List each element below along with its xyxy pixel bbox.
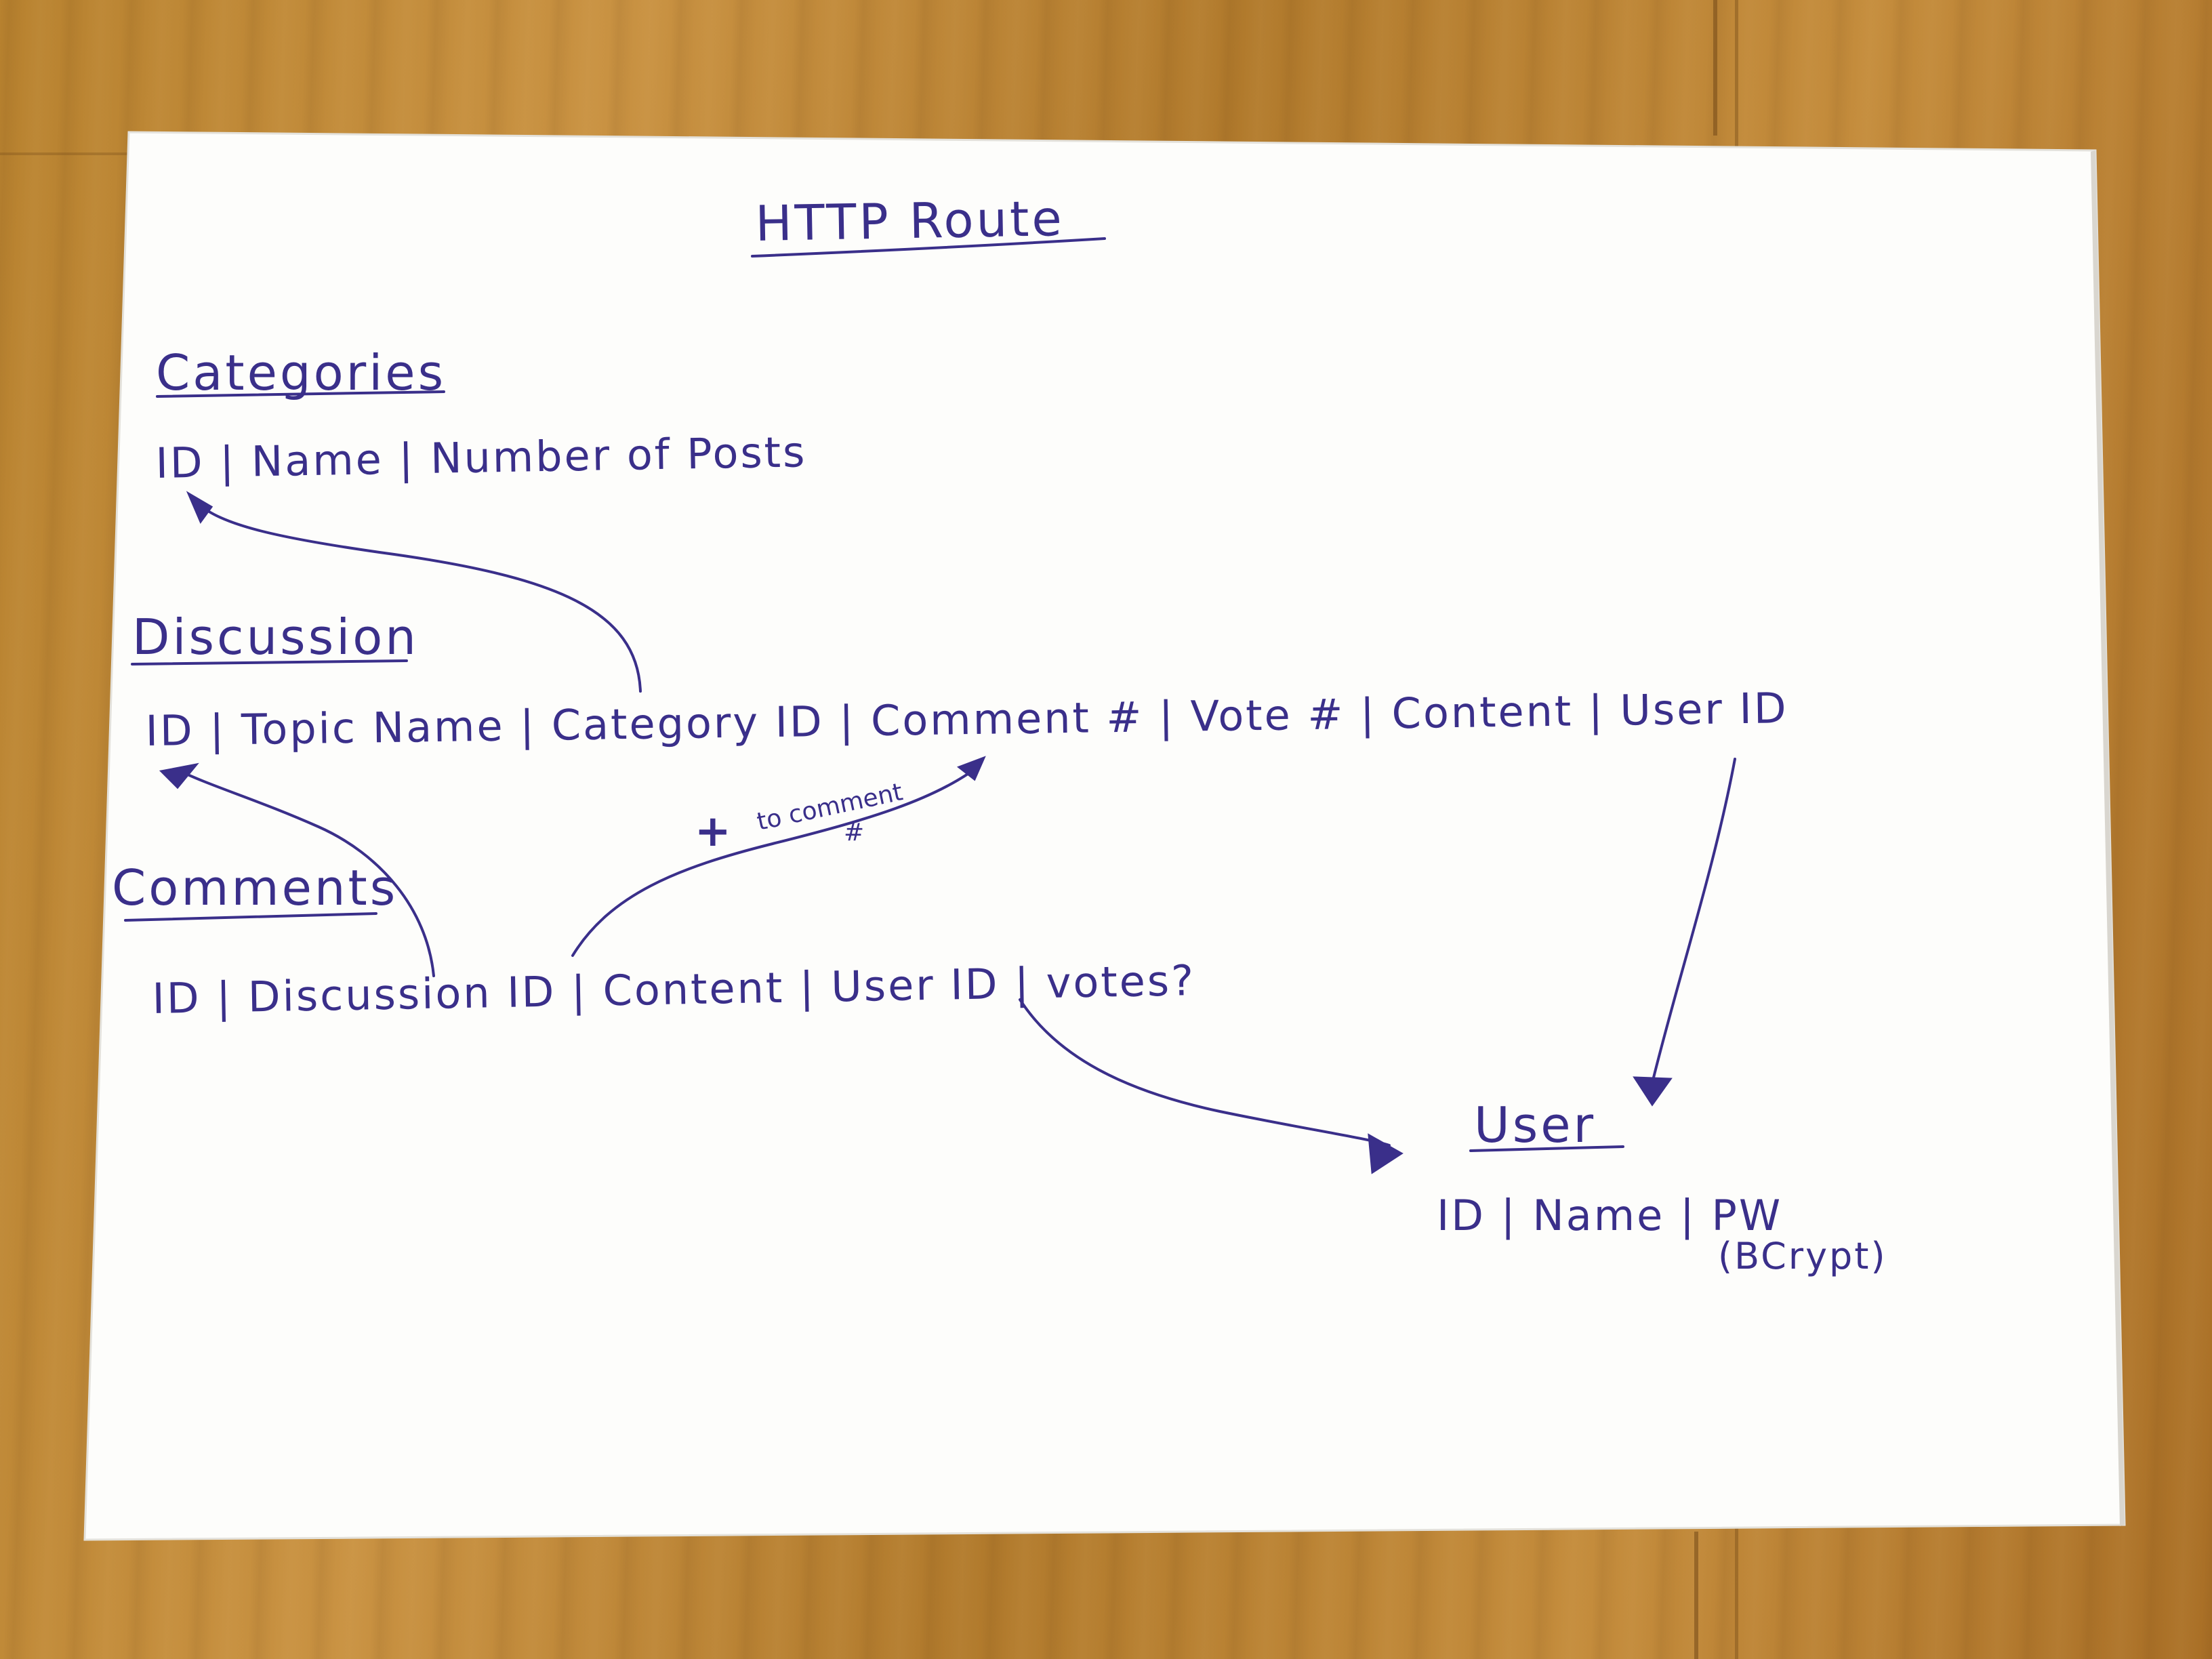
comment-hash-annotation: #	[844, 819, 864, 846]
arrowhead-discussion	[159, 762, 199, 790]
arrow-discussion-to-discussion	[175, 768, 435, 977]
arrow-comments-user-to-user	[1019, 998, 1391, 1147]
comments-heading: Comments	[112, 859, 398, 916]
arrowhead-user-from-discussion	[1633, 1076, 1673, 1107]
paper-sheet	[83, 131, 2126, 1541]
user-fields: ID | Name | PW	[1437, 1191, 1782, 1241]
user-pw-note: (BCrypt)	[1718, 1235, 1887, 1277]
categories-underline	[156, 390, 445, 398]
desk-seam	[1694, 1532, 1698, 1659]
paper-shadow	[2091, 150, 2125, 1526]
comments-underline	[124, 912, 377, 922]
arrowhead-user-from-comments	[1368, 1133, 1404, 1174]
arrow-comments-to-comment-count	[571, 764, 981, 957]
plus-annotation: +	[695, 806, 731, 857]
arrowhead-categories	[186, 491, 213, 525]
desk-seam	[1713, 0, 1717, 136]
user-underline	[1469, 1145, 1624, 1152]
arrow-category-to-categories	[195, 500, 642, 693]
user-heading: User	[1474, 1097, 1596, 1153]
categories-fields: ID | Name | Number of Posts	[155, 427, 807, 489]
discussion-underline	[131, 659, 408, 665]
title-underline	[751, 237, 1106, 258]
arrow-discussion-user-to-user	[1652, 758, 1736, 1079]
discussion-heading: Discussion	[132, 609, 419, 665]
desk-seam	[0, 152, 129, 155]
page-title: HTTP Route	[755, 190, 1065, 252]
arrowhead-comment-count	[956, 756, 986, 781]
